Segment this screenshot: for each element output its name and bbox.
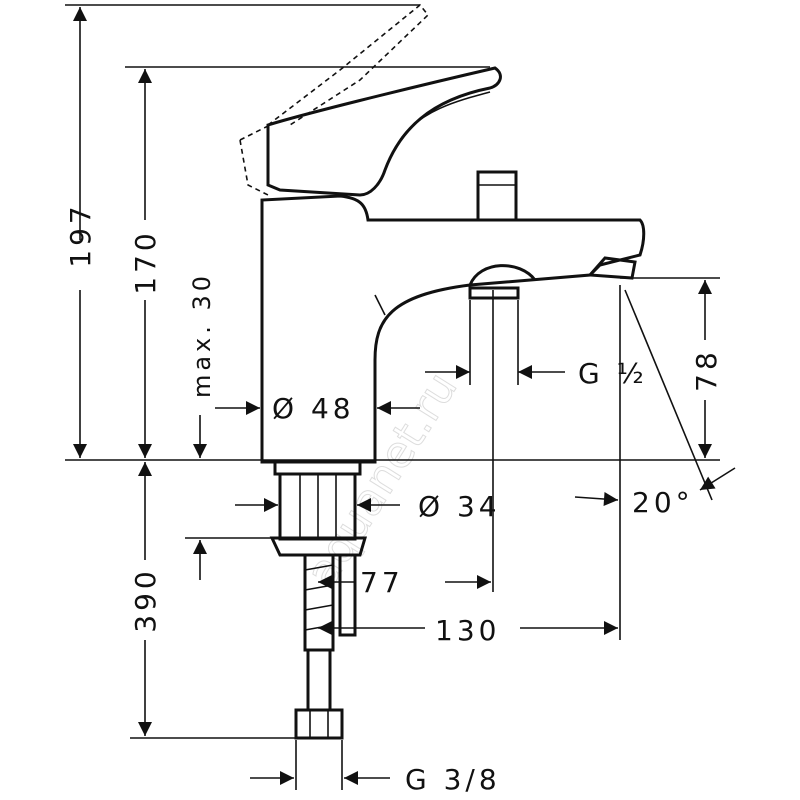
reference-lines: [65, 4, 720, 739]
aerator: [468, 286, 520, 300]
lever-open-position: [267, 3, 430, 126]
dim-130: 130: [435, 614, 500, 647]
dim-g-3-8: G 3/8: [405, 763, 501, 796]
dim-max-30: max. 30: [188, 272, 216, 398]
faucet-body: [239, 3, 646, 740]
lever-handle: [266, 66, 502, 197]
dim-197: 197: [64, 202, 97, 267]
dim-diameter-48: Ø 48: [272, 392, 355, 425]
dim-170: 170: [129, 229, 162, 294]
dim-angle-20: 20°: [632, 486, 694, 519]
dim-g-half: G ½: [578, 357, 648, 390]
hose-nut: [294, 708, 344, 740]
dimension-lines: [73, 7, 736, 790]
dim-diameter-34: Ø 34: [418, 490, 501, 523]
diverter-knob: [476, 170, 518, 222]
mounting-nut: [269, 536, 368, 557]
dim-390: 390: [129, 567, 162, 632]
dim-77: 77: [360, 566, 404, 599]
dim-78: 78: [690, 348, 723, 392]
